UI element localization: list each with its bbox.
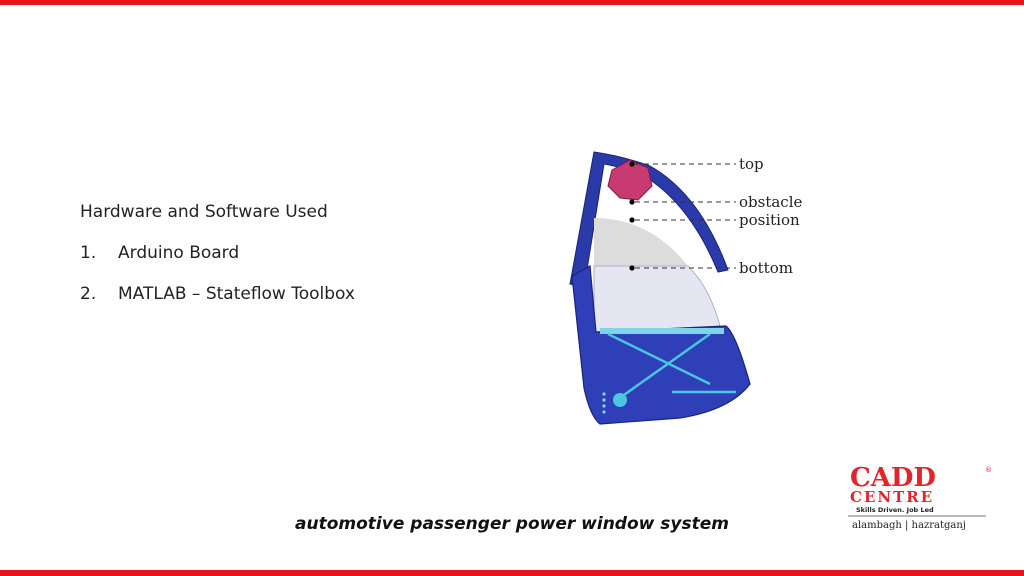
regulator-motor xyxy=(613,393,627,407)
label-bottom: bottom xyxy=(739,259,793,277)
label-top: top xyxy=(739,155,764,173)
label-obstacle: obstacle xyxy=(739,193,802,211)
reference-dashed-lines xyxy=(635,163,736,269)
bottom-accent-bar xyxy=(0,570,1024,576)
window-glass-lower xyxy=(593,265,721,333)
logo-line1: CADD xyxy=(850,463,936,493)
door-bolts xyxy=(602,392,606,414)
slide-caption: automotive passenger power window system xyxy=(295,514,729,534)
cadd-centre-logo: CADD ® CENTRE Skills Driven. Job Led ala… xyxy=(848,463,992,531)
list-item: 2. MATLAB – Stateflow Toolbox xyxy=(80,284,355,304)
reference-markers xyxy=(629,161,635,271)
logo-line2: CENTRE xyxy=(850,488,934,506)
hardware-software-list: Hardware and Software Used 1. Arduino Bo… xyxy=(80,202,355,325)
list-item: 1. Arduino Board xyxy=(80,243,355,263)
top-accent-bar xyxy=(0,0,1024,5)
window-rail xyxy=(600,328,724,334)
svg-text:®: ® xyxy=(985,466,992,474)
list-item-text: Arduino Board xyxy=(118,243,240,263)
power-window-diagram: top obstacle position bottom xyxy=(569,151,802,425)
list-item-number: 1. xyxy=(80,243,97,263)
list-item-number: 2. xyxy=(80,284,97,304)
logo-location: alambagh | hazratganj xyxy=(852,520,966,531)
scissor-regulator xyxy=(607,332,736,404)
door-body xyxy=(571,265,751,425)
logo-tagline: Skills Driven. Job Led xyxy=(856,506,934,514)
obstacle-shape xyxy=(607,159,653,201)
label-position: position xyxy=(739,211,800,229)
list-heading: Hardware and Software Used xyxy=(80,202,328,222)
window-glass-upper xyxy=(594,218,688,266)
list-item-text: MATLAB – Stateflow Toolbox xyxy=(118,284,355,304)
